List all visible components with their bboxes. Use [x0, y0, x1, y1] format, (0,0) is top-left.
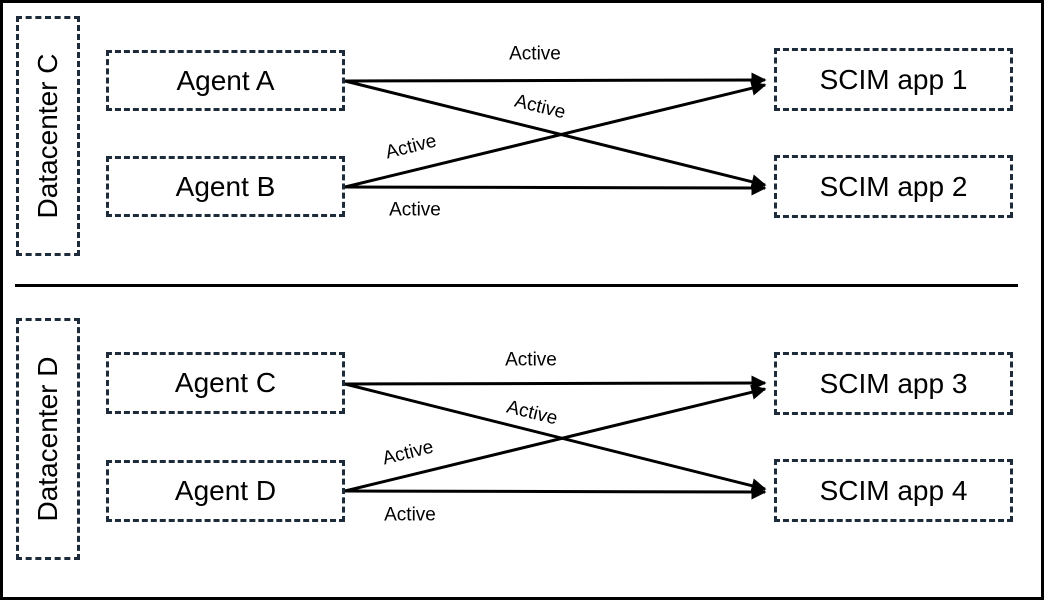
agent-a-box: Agent A [106, 50, 345, 111]
status-label-agent-d-scim-4: Active [384, 504, 436, 526]
arrow-agent-a-to-scim-app-1 [344, 72, 767, 88]
datacenter-d-label: Datacenter D [32, 356, 63, 522]
scim-app-2-box: SCIM app 2 [774, 155, 1013, 218]
arrow-agent-b-to-scim-app-2 [344, 180, 767, 196]
status-label-agent-b-scim-2: Active [389, 199, 441, 221]
scim-app-1-box: SCIM app 1 [774, 48, 1013, 111]
agent-a-label: Agent A [176, 64, 275, 96]
datacenter-d-box: Datacenter D [16, 318, 80, 560]
agent-c-label: Agent C [174, 367, 277, 398]
arrow-agent-d-to-scim-app-4 [344, 484, 767, 500]
arrow-agent-c-to-scim-app-4 [344, 382, 767, 494]
arrow-agent-a-to-scim-app-2 [344, 79, 767, 190]
datacenter-c-label: Datacenter C [32, 53, 63, 219]
agent-b-label: Agent B [175, 170, 276, 202]
scim-app-1-label: SCIM app 1 [819, 63, 968, 95]
status-label-agent-d-scim-3: Active [380, 436, 436, 470]
agent-d-label: Agent D [174, 475, 277, 506]
scim-app-2-label: SCIM app 2 [819, 170, 968, 202]
status-label-agent-a-scim-2: Active [512, 90, 568, 124]
agent-c-box: Agent C [106, 352, 345, 414]
arrow-agent-d-to-scim-app-3 [344, 384, 767, 493]
scim-app-4-label: SCIM app 4 [819, 474, 968, 506]
status-label-agent-c-scim-4: Active [504, 396, 560, 430]
datacenter-c-box: Datacenter C [16, 16, 80, 256]
scim-app-3-box: SCIM app 3 [774, 352, 1013, 415]
status-label-agent-c-scim-3: Active [505, 349, 557, 371]
status-label-agent-b-scim-1: Active [383, 130, 439, 164]
section-divider-line [15, 284, 1018, 287]
scim-app-4-box: SCIM app 4 [774, 459, 1013, 522]
arrow-agent-c-to-scim-app-3 [344, 375, 767, 391]
agent-b-box: Agent B [106, 156, 345, 217]
agent-d-box: Agent D [106, 460, 345, 522]
status-label-agent-a-scim-1: Active [509, 43, 561, 65]
scim-app-3-label: SCIM app 3 [819, 367, 968, 399]
